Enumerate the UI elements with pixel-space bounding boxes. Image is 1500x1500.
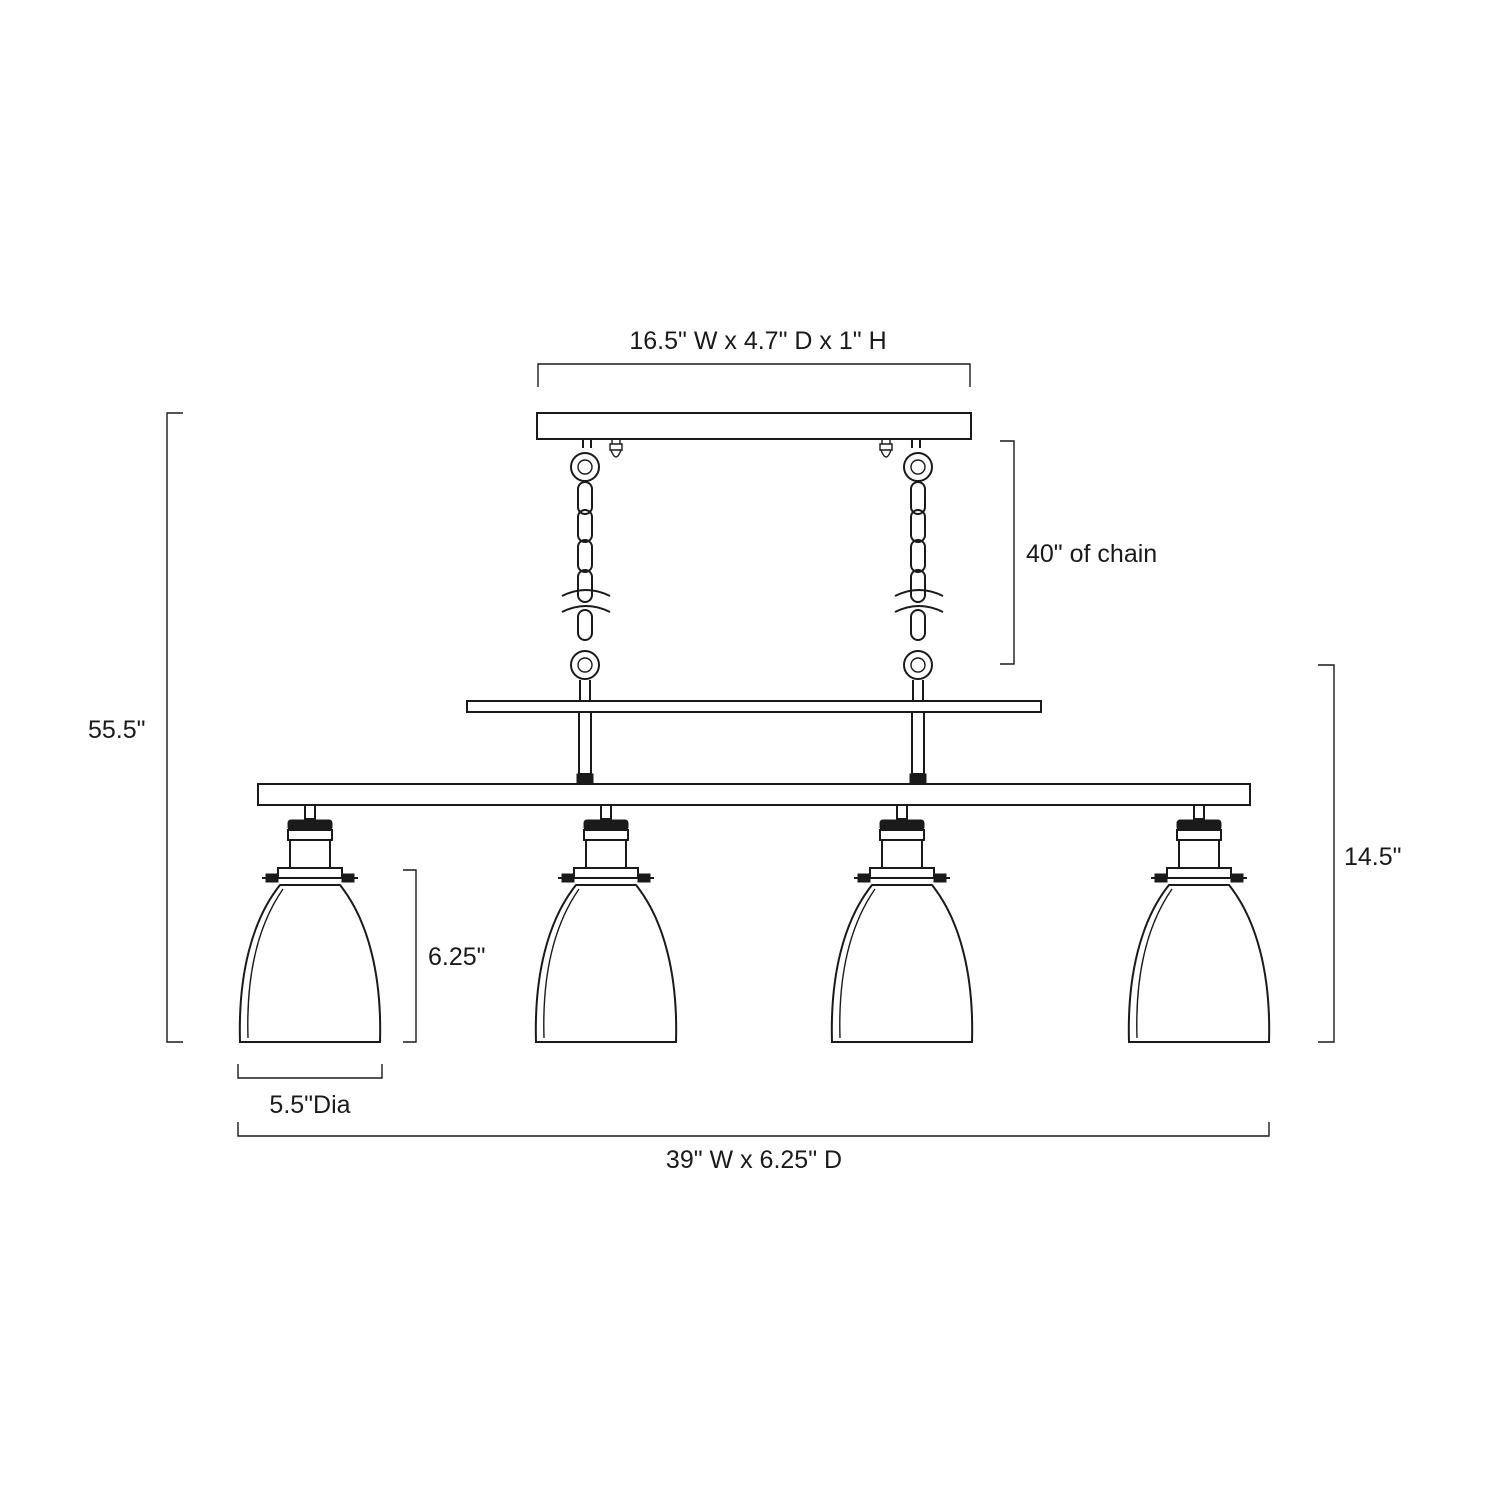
pendant-shade-2: [534, 804, 678, 1043]
right-downrod: [909, 680, 927, 785]
fixture-height-bracket: [1318, 664, 1335, 1043]
pendant-shade-1: [238, 804, 382, 1043]
pendant-shade-3: [830, 804, 974, 1043]
main-fixture-bar: [257, 783, 1251, 806]
chain-length-label: 40" of chain: [1026, 540, 1157, 568]
canopy-screw-icon: [879, 440, 893, 458]
pendant-shade-4: [1127, 804, 1271, 1043]
left-chain: [561, 440, 611, 680]
shade-height-bracket: [403, 869, 417, 1043]
overall-width-bracket: [237, 1122, 1270, 1137]
shade-diameter-bracket: [237, 1064, 383, 1079]
right-chain: [894, 440, 944, 680]
canopy-screw-icon: [609, 440, 623, 458]
canopy-dimension-label: 16.5" W x 4.7" D x 1" H: [629, 327, 886, 355]
fixture-height-label: 14.5": [1344, 843, 1402, 871]
overall-width-label: 39" W x 6.25" D: [666, 1146, 842, 1174]
left-downrod: [576, 680, 594, 785]
canopy-dimension-bracket: [537, 363, 971, 387]
upper-support-bar: [466, 700, 1042, 713]
shade-height-label: 6.25": [428, 943, 486, 971]
overall-height-bracket: [166, 412, 183, 1043]
overall-height-label: 55.5": [88, 716, 146, 744]
shade-diameter-label: 5.5"Dia: [269, 1091, 350, 1119]
ceiling-canopy: [536, 412, 972, 440]
chain-length-bracket: [1000, 440, 1015, 665]
